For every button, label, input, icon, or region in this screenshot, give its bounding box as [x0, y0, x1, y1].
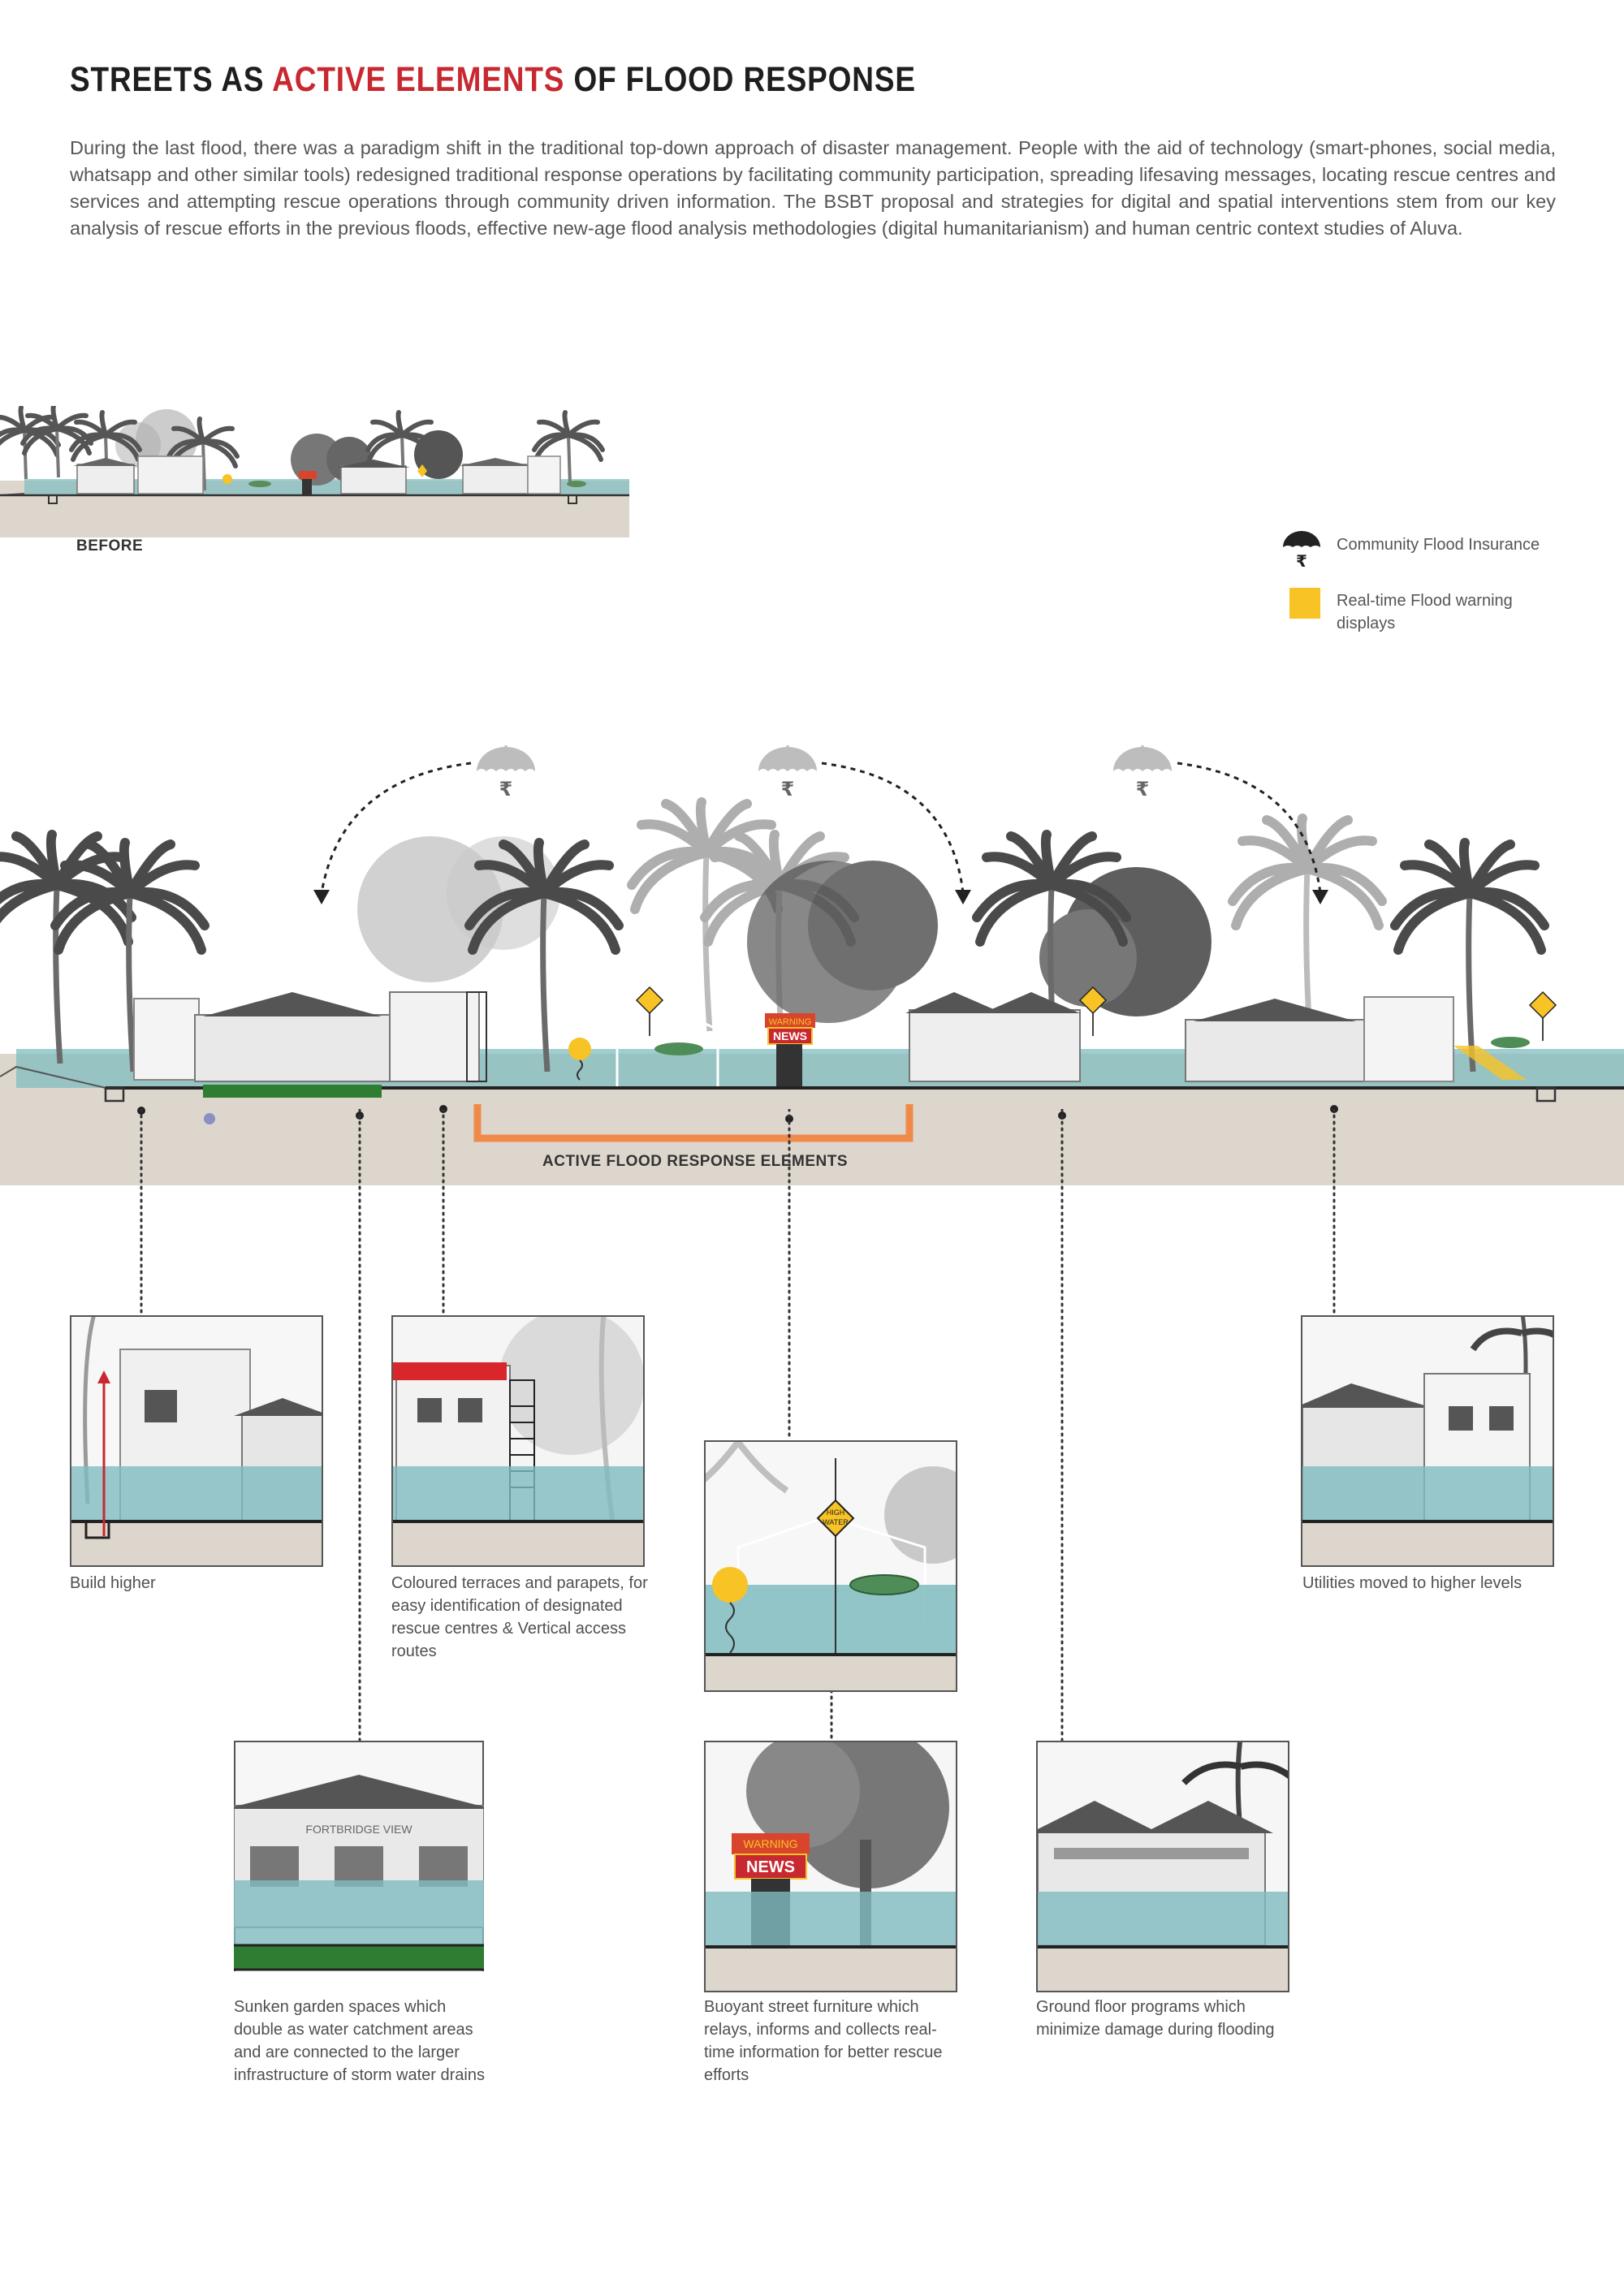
caption-sunken-garden: Sunken garden spaces which double as wat… — [234, 1998, 485, 2084]
building-name-text: FORTBRIDGE VIEW — [305, 1823, 412, 1836]
panel-build-higher — [70, 1315, 323, 1567]
before-label: BEFORE — [76, 537, 144, 555]
rupee-symbol-1: ₹ — [499, 779, 513, 801]
panel-ground-floor — [1036, 1741, 1289, 1992]
panel-buoyant-furniture: WARNING NEWS — [704, 1741, 957, 1992]
panel-buoyant-floats: HIGH WATER — [704, 1440, 957, 1692]
caption-utilities: Utilities moved to higher levels — [1302, 1574, 1522, 1592]
news-sign-panel-text: NEWS — [746, 1858, 795, 1876]
page-title: STREETS AS ACTIVE ELEMENTS OF FLOOD RESP… — [70, 60, 916, 99]
panel-utilities — [1301, 1315, 1554, 1567]
intro-paragraph: During the last flood, there was a parad… — [70, 137, 1556, 239]
warning-sign-text: WARNING — [769, 1017, 812, 1027]
news-sign-text: NEWS — [773, 1029, 807, 1042]
legend-warning-label: Real-time Flood warning displays — [1337, 592, 1513, 632]
water-sign-text: WATER — [823, 1518, 849, 1526]
title-accent: ACTIVE ELEMENTS — [272, 60, 565, 99]
warning-display-swatch — [1289, 588, 1320, 619]
warning-sign-panel-text: WARNING — [743, 1837, 797, 1850]
caption-buoyant-furniture: Buoyant street furniture which relays, i… — [704, 1998, 943, 2084]
svg-text:₹: ₹ — [1296, 553, 1307, 570]
active-flood-response-label: ACTIVE FLOOD RESPONSE ELEMENTS — [542, 1153, 849, 1170]
leader-lines — [140, 1109, 1336, 1746]
panel-sunken-garden: FORTBRIDGE VIEW — [234, 1741, 484, 1989]
umbrella-icon: ₹ — [1283, 531, 1320, 570]
caption-ground-floor: Ground floor programs which minimize dam… — [1036, 1998, 1275, 2039]
legend-insurance-label: Community Flood Insurance — [1337, 536, 1540, 554]
caption-build-higher: Build higher — [70, 1574, 156, 1592]
rupee-symbol-2: ₹ — [781, 779, 795, 801]
caption-coloured-terraces: Coloured terraces and parapets, for easy… — [391, 1574, 648, 1660]
main-street-section: WARNING NEWS ₹ ₹ ₹ — [0, 744, 1624, 1185]
rupee-symbol-3: ₹ — [1136, 779, 1150, 801]
before-section-diagram — [0, 406, 629, 537]
high-sign-text: HIGH — [827, 1508, 845, 1517]
panel-coloured-terraces — [391, 1315, 645, 1567]
